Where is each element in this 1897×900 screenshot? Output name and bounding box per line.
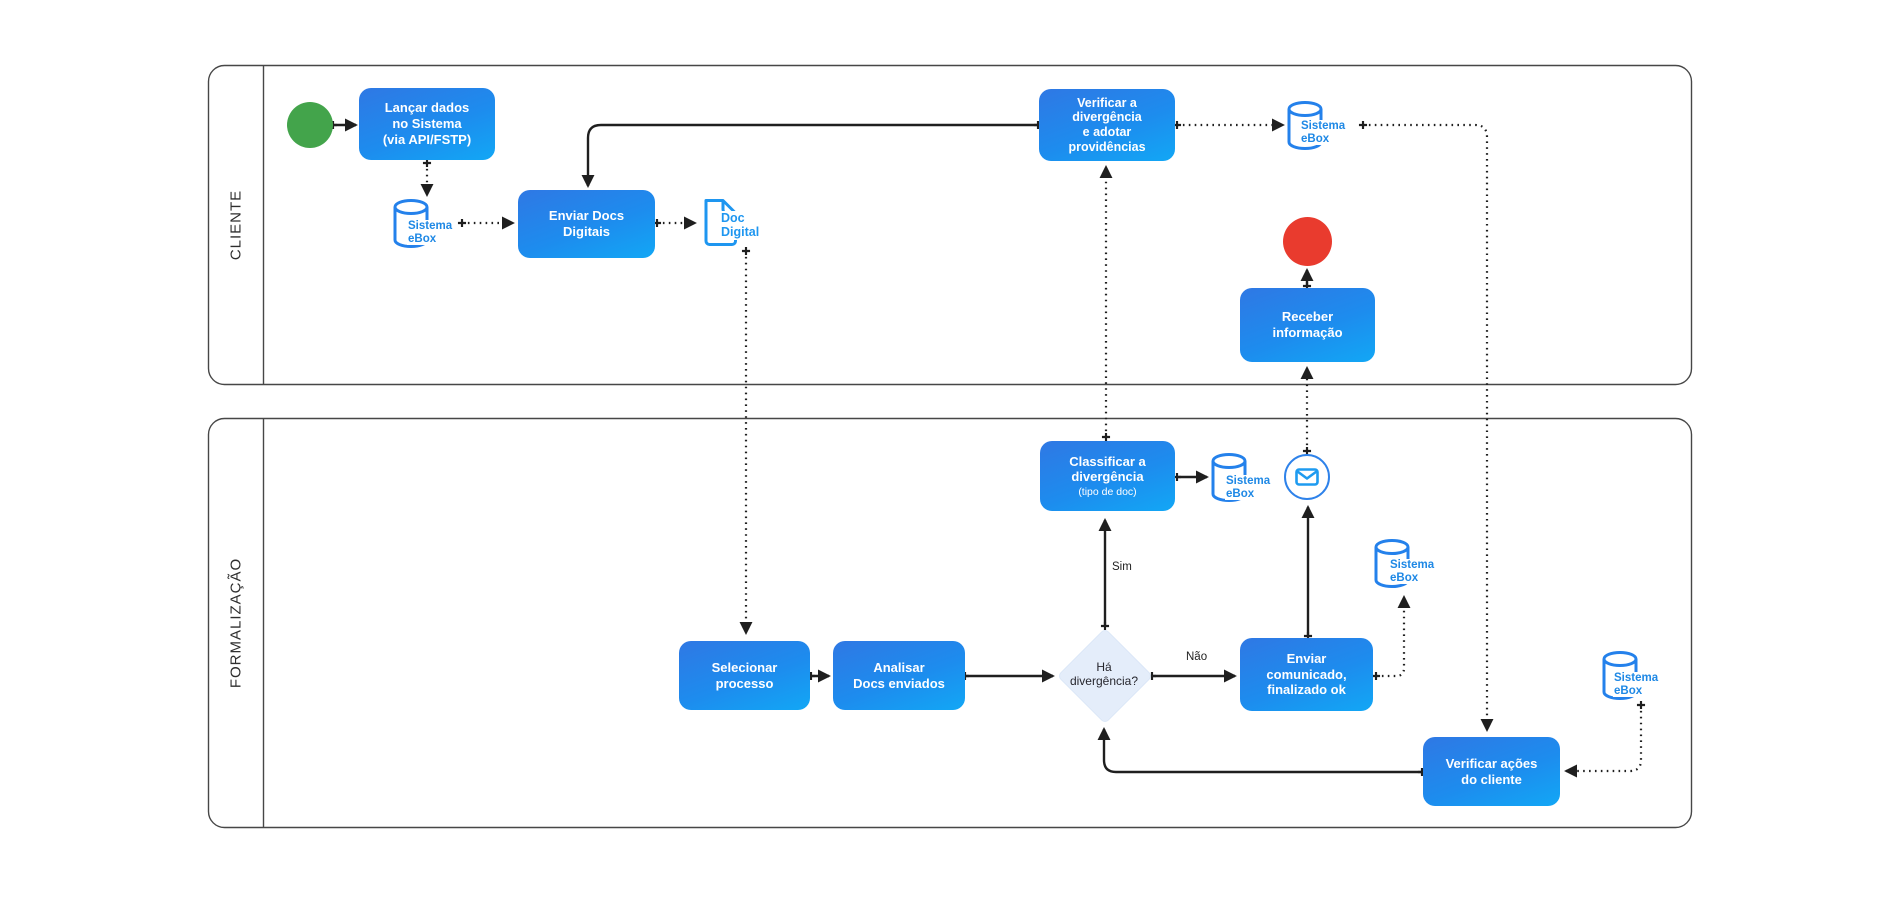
edge-enviarcom-ebox <box>1371 595 1411 681</box>
envelope-icon <box>1295 468 1319 486</box>
edge-ebox-verificaracoes2 <box>1564 700 1646 778</box>
lane-label-cliente: CLIENTE <box>227 189 245 261</box>
edge-verificardiv-enviardocs <box>581 120 1043 188</box>
task-label: Verificar a divergência e adotar providê… <box>1068 95 1146 154</box>
database-label: Sistema eBox <box>407 220 454 246</box>
task-classificar-divergencia: Classificar a divergência (tipo de doc) <box>1040 441 1175 511</box>
task-label: Verificar ações do cliente <box>1445 755 1538 787</box>
task-label: Classificar a divergência <box>1069 453 1146 485</box>
task-selecionar-processo: Selecionar processo <box>679 641 810 710</box>
task-label: Lançar dados no Sistema (via API/FSTP) <box>382 100 472 147</box>
database-label: Sistema eBox <box>1613 672 1660 698</box>
end-event-icon <box>1283 217 1332 266</box>
task-label: Enviar Docs Digitais <box>548 208 625 239</box>
lane-cliente-frame <box>207 64 1693 386</box>
task-verificar-acoes: Verificar ações do cliente <box>1423 737 1560 806</box>
task-sublabel: (tipo de doc) <box>1078 486 1137 499</box>
lane-label-formalizacao: FORMALIZAÇÃO <box>227 557 245 689</box>
edge-label-sim: Sim <box>1112 561 1132 573</box>
task-label: Selecionar processo <box>711 659 778 691</box>
document-label: Doc Digital <box>720 211 761 240</box>
task-receber-informacao: Receber informação <box>1240 288 1375 362</box>
task-enviar-comunicado: Enviar comunicado, finalizado ok <box>1240 638 1373 711</box>
edge-label-nao: Não <box>1186 651 1208 663</box>
task-analisar-docs: Analisar Docs enviados <box>833 641 965 710</box>
task-lancar-dados: Lançar dados no Sistema (via API/FSTP) <box>359 88 495 160</box>
database-label: Sistema eBox <box>1300 120 1347 146</box>
database-label: Sistema eBox <box>1225 475 1272 501</box>
edge-verificaracoes-decisao <box>1097 727 1427 777</box>
edge-ebox-verificaracoes <box>1358 120 1494 732</box>
start-event-icon <box>287 102 333 148</box>
lane-formalizacao-frame <box>207 417 1693 829</box>
task-verificar-divergencia: Verificar a divergência e adotar providê… <box>1039 89 1175 161</box>
task-label: Receber informação <box>1272 309 1343 340</box>
task-enviar-docs: Enviar Docs Digitais <box>518 190 655 258</box>
task-label: Analisar Docs enviados <box>853 659 945 691</box>
database-label: Sistema eBox <box>1389 559 1436 585</box>
task-label: Enviar comunicado, finalizado ok <box>1266 650 1347 698</box>
message-event <box>1284 454 1330 500</box>
gateway-label: Há divergência? <box>1069 660 1139 689</box>
